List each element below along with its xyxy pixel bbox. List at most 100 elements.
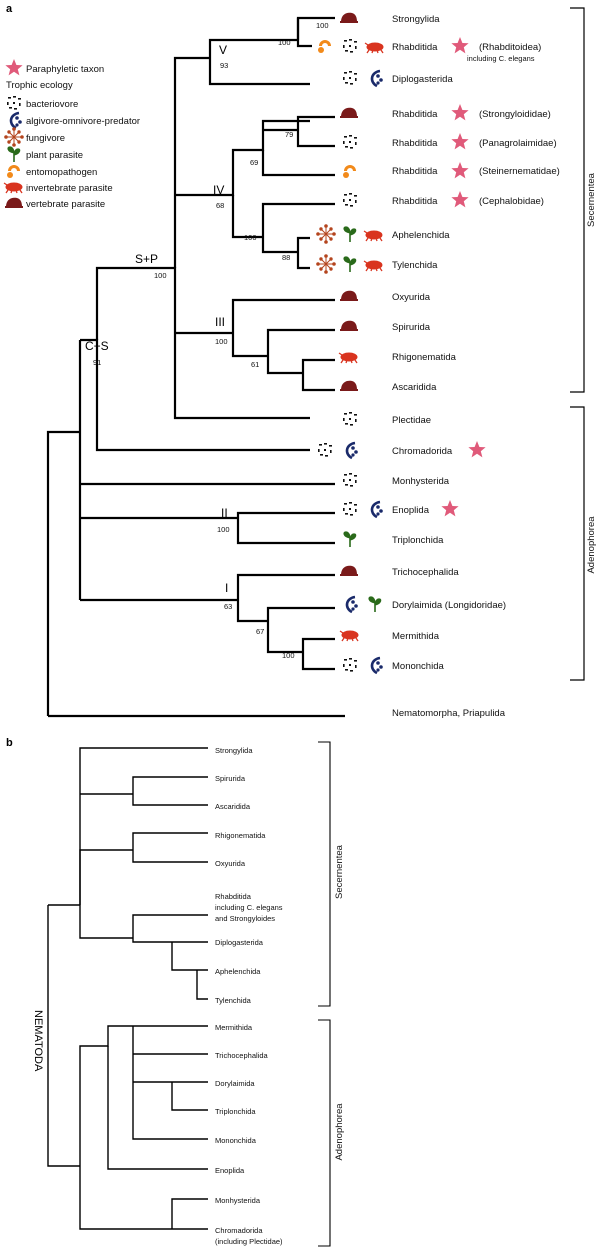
tree-a-branch	[80, 511, 335, 545]
bacteriovore-icon	[343, 658, 357, 672]
taxon-a-22: Nematomorpha, Priapulida	[392, 708, 506, 719]
taxon-a-10: Spirurida	[392, 322, 431, 333]
plant-parasite-icon	[7, 146, 21, 163]
legend-item-4: entomopathogen	[26, 167, 97, 178]
tree-b-branch	[107, 1046, 208, 1170]
taxon-b-6: Diplogasterida	[215, 938, 264, 947]
tree-a-branch	[208, 38, 310, 86]
support-aphelench-tylench: 88	[282, 253, 290, 262]
invertebrate-parasite-icon	[364, 42, 384, 54]
algivore-omnivore-predator-icon	[370, 656, 384, 675]
root-label-nematoda: NEMATODA	[32, 1010, 44, 1072]
clade-sp-label: S+P	[135, 252, 158, 266]
tree-a-branch	[80, 573, 335, 671]
clade-v-support: 93	[220, 61, 228, 70]
taxon-a-4: Rhabditida	[392, 138, 438, 149]
bacteriovore-icon	[318, 443, 332, 457]
taxon-b-12: Triplonchida	[215, 1107, 256, 1116]
clade-i-label: I	[225, 581, 228, 595]
vertebrate-parasite-icon	[340, 565, 358, 576]
taxon-b-14: Enoplida	[215, 1166, 245, 1175]
tree-b-branch	[79, 905, 208, 1000]
taxon-b-0: Strongylida	[215, 746, 253, 755]
tree-a-branch	[125, 266, 310, 420]
taxa-labels-a: Strongylida Rhabditida (Rhabditoidea) in…	[392, 14, 560, 719]
star-icon	[468, 441, 486, 458]
tree-b-branch	[132, 1026, 208, 1140]
taxon-a-19: Dorylaimida (Longidoridae)	[392, 600, 506, 611]
taxon-a-7: Aphelenchida	[392, 230, 450, 241]
clade-sp-support: 100	[154, 271, 167, 280]
tree-a-branch	[175, 298, 335, 392]
taxon-a-16: Enoplida	[392, 505, 430, 516]
taxon-a-3: Rhabditida	[392, 109, 438, 120]
taxon-a-21: Mononchida	[392, 661, 444, 672]
support-strongyloidid-panagrolaimid: 79	[285, 130, 293, 139]
taxon-a-11: Rhigonematida	[392, 352, 457, 363]
taxon-b-9: Mermithida	[215, 1023, 253, 1032]
support-rhig-ascar: 61	[251, 360, 259, 369]
bacteriovore-icon	[343, 135, 357, 149]
star-icon	[451, 162, 469, 179]
taxon-b-15: Monhysterida	[215, 1196, 261, 1205]
fungivore-icon	[4, 127, 24, 147]
legend-item-1: algivore-omnivore-predator	[26, 116, 140, 127]
algivore-omnivore-predator-icon	[370, 69, 384, 88]
bacteriovore-icon	[343, 71, 357, 85]
legend-item-0: bacteriovore	[26, 99, 78, 110]
vertebrate-parasite-icon	[340, 107, 358, 118]
clade-ii-support: 100	[217, 525, 230, 534]
star-icon	[451, 133, 469, 150]
taxon-a-5-note: (Steinernematidae)	[479, 166, 560, 177]
taxon-a-1-note: (Rhabditoidea)	[479, 42, 541, 53]
star-icon	[451, 37, 469, 54]
legend-heading: Trophic ecology	[6, 80, 73, 91]
legend-paraphyletic: Paraphyletic taxon	[26, 64, 104, 75]
tree-a-branch	[46, 430, 80, 716]
taxon-b-4: Oxyurida	[215, 859, 246, 868]
algivore-omnivore-predator-icon	[370, 500, 384, 519]
fungivore-icon	[316, 254, 336, 274]
group-adenophorea-b: Adenophorea	[334, 1103, 345, 1161]
plant-parasite-icon	[343, 226, 357, 243]
clade-iii-label: III	[215, 315, 225, 329]
taxon-a-18: Trichocephalida	[392, 567, 459, 578]
taxon-a-12: Ascaridida	[392, 382, 437, 393]
taxon-a-1-note2: including C. elegans	[467, 54, 535, 63]
entomopathogen-icon	[7, 165, 20, 178]
taxon-b-16a: (including Plectidae)	[215, 1237, 283, 1246]
tree-b-branch	[133, 1081, 208, 1111]
support-cephalobid: 100	[244, 233, 257, 242]
plant-parasite-icon	[343, 256, 357, 273]
tree-b-branch	[79, 832, 208, 905]
bacteriovore-icon	[343, 502, 357, 516]
clade-iv-label: IV	[213, 183, 224, 197]
tree-b-branch	[79, 1166, 208, 1230]
legend-item-5: invertebrate parasite	[26, 183, 113, 194]
vertebrate-parasite-icon	[340, 380, 358, 391]
tree-a-branch	[231, 195, 335, 270]
vertebrate-parasite-icon	[340, 320, 358, 331]
taxon-a-4-note: (Panagrolaimidae)	[479, 138, 557, 149]
support-steinernematid: 69	[250, 158, 258, 167]
phylogeny-panel-b: b NEMATODA Strongylida Spirurida Ascarid…	[6, 737, 345, 1247]
bacteriovore-icon	[343, 473, 357, 487]
taxon-a-9: Oxyurida	[392, 292, 431, 303]
group-secernentea-a: Secernentea	[586, 172, 597, 227]
bacteriovore-icon	[343, 39, 357, 53]
invertebrate-parasite-icon	[363, 260, 383, 272]
invertebrate-parasite-icon	[363, 230, 383, 242]
clade-v-label: V	[219, 43, 227, 57]
tree-b-branch	[47, 905, 80, 1167]
invertebrate-parasite-icon	[338, 352, 358, 364]
fungivore-icon	[316, 224, 336, 244]
support-mermith-mononch: 100	[282, 651, 295, 660]
taxon-a-13: Plectidae	[392, 415, 431, 426]
taxon-b-13: Mononchida	[215, 1136, 257, 1145]
tree-b-branch	[79, 1025, 208, 1166]
invertebrate-parasite-icon	[3, 182, 23, 194]
clade-cs-label: C+S	[85, 339, 109, 353]
tree-a-branch	[95, 266, 125, 340]
group-secernentea-b: Secernentea	[334, 844, 345, 899]
panel-b-label: b	[6, 737, 13, 749]
